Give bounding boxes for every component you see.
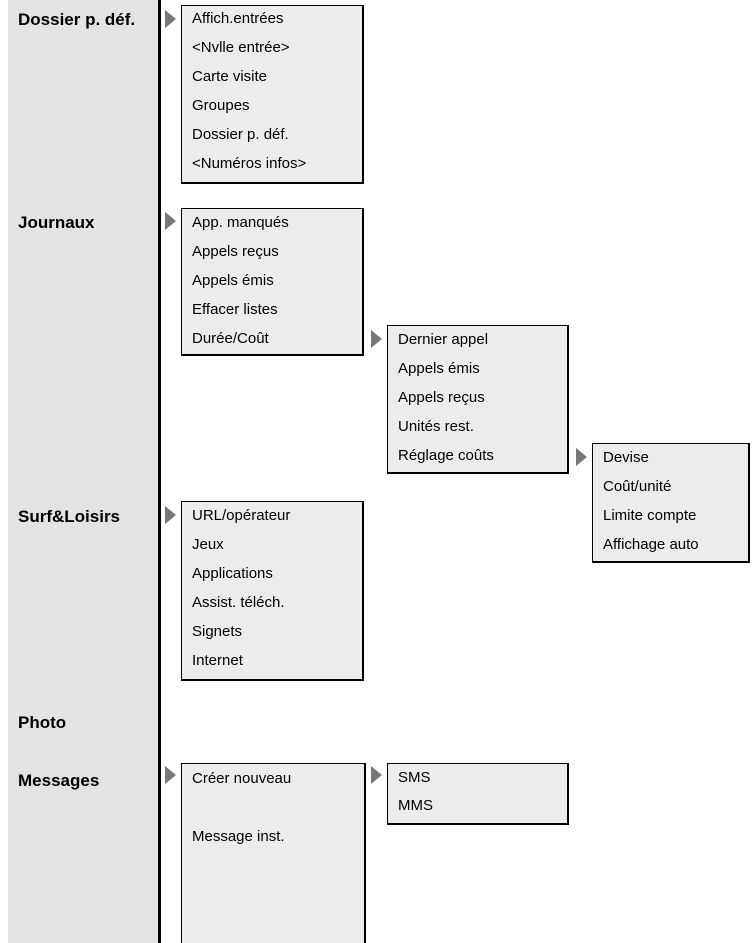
submenu-dossier: Affich.entrées <Nvlle entrée> Carte visi… (181, 5, 364, 184)
menu-item[interactable]: Créer nouveau (192, 770, 292, 787)
menu-item[interactable]: App. manqués (192, 214, 289, 231)
arrow-right-icon (165, 212, 176, 230)
menu-item[interactable]: Devise (603, 449, 649, 466)
menu-item[interactable]: Appels émis (398, 360, 480, 377)
arrow-right-icon (165, 10, 176, 28)
menu-item[interactable]: Groupes (192, 97, 250, 114)
menu-item[interactable]: Appels reçus (398, 389, 485, 406)
menu-item[interactable]: Appels émis (192, 272, 274, 289)
category-surf-loisirs[interactable]: Surf&Loisirs (18, 507, 121, 526)
menu-item[interactable]: Unités rest. (398, 418, 474, 435)
arrow-right-icon (165, 506, 176, 524)
menu-item[interactable]: Limite compte (603, 507, 697, 524)
arrow-right-icon (371, 766, 382, 784)
menu-item[interactable]: SMS (398, 769, 431, 786)
category-dossier[interactable]: Dossier p. déf. (18, 10, 136, 29)
arrow-right-icon (576, 448, 587, 466)
menu-item[interactable]: Assist. téléch. (192, 594, 285, 611)
menu-item[interactable]: Appels reçus (192, 243, 279, 260)
menu-item[interactable]: Affichage auto (603, 536, 699, 553)
menu-item[interactable]: MMS (398, 797, 433, 814)
submenu-surf-loisirs: URL/opérateur Jeux Applications Assist. … (181, 501, 364, 681)
menu-item[interactable]: Jeux (192, 536, 224, 553)
menu-item[interactable]: Réglage coûts (398, 447, 494, 464)
menu-item[interactable]: <Numéros infos> (192, 155, 307, 172)
category-column (8, 0, 158, 943)
menu-item[interactable]: URL/opérateur (192, 507, 291, 524)
menu-item[interactable]: Carte visite (192, 68, 268, 85)
menu-item[interactable]: Coût/unité (603, 478, 672, 495)
category-column-divider (158, 0, 161, 943)
menu-item[interactable]: Signets (192, 623, 243, 640)
category-journaux[interactable]: Journaux (18, 213, 95, 232)
submenu-duree-cout: Dernier appel Appels émis Appels reçus U… (387, 325, 569, 474)
arrow-right-icon (371, 330, 382, 348)
submenu-journaux: App. manqués Appels reçus Appels émis Ef… (181, 208, 364, 356)
submenu-creer-nouveau: SMS MMS (387, 763, 569, 825)
menu-item[interactable]: Message inst. (192, 828, 285, 845)
menu-item[interactable]: Applications (192, 565, 273, 582)
menu-item[interactable]: Effacer listes (192, 301, 278, 318)
menu-item[interactable]: Dernier appel (398, 331, 489, 348)
arrow-right-icon (165, 766, 176, 784)
submenu-messages: Créer nouveau Message inst. (181, 763, 366, 943)
menu-item[interactable]: Affich.entrées (192, 10, 284, 27)
category-messages[interactable]: Messages (18, 771, 100, 790)
menu-item[interactable]: Internet (192, 652, 243, 669)
menu-item[interactable]: <Nvlle entrée> (192, 39, 290, 56)
category-photo[interactable]: Photo (18, 713, 67, 732)
menu-item[interactable]: Dossier p. déf. (192, 126, 289, 143)
submenu-reglage-couts: Devise Coût/unité Limite compte Affichag… (592, 443, 750, 563)
menu-item[interactable]: Durée/Coût (192, 330, 269, 347)
